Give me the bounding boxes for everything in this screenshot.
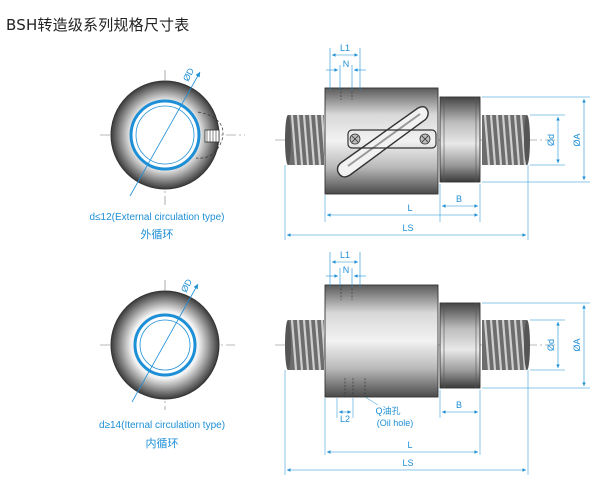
dim-n-bottom: N [343, 265, 350, 275]
dim-n-top: N [343, 59, 350, 69]
return-tube [336, 105, 429, 178]
dim-l1-bottom: L1 [340, 250, 350, 260]
caption-internal: d≥14(Iternal circulation type) [99, 420, 225, 431]
screw-head-icon [349, 133, 431, 145]
side-view-internal: L1 N Ød ØA L2 Q油孔 (Oil hole) B L LS [275, 250, 590, 475]
page-title: BSH转造级系列规格尺寸表 [6, 16, 190, 34]
dim-ls-bottom: LS [402, 458, 413, 468]
caption-internal-cn: 内循环 [146, 436, 179, 450]
dim-l2: L2 [340, 414, 350, 424]
thread-icon [285, 114, 327, 166]
dim-oa-bottom: ØA [572, 338, 582, 351]
caption-external: d≤12(External circulation type) [90, 212, 225, 223]
dim-od-top: Ød [546, 134, 556, 146]
end-view-internal: ØD d≥14(Iternal circulation type) 内循环 [99, 277, 235, 450]
dim-b-top: B [456, 194, 462, 204]
oil-hole-en: (Oil hole) [377, 418, 414, 428]
dim-od-bottom: Ød [546, 339, 556, 351]
side-view-external: L1 N Ød ØA B L LS [275, 43, 590, 240]
end-view-external: ØD d≤12(External circulation type) 外循环 [90, 66, 245, 241]
dim-l-bottom: L [407, 440, 412, 450]
dim-b-bottom: B [456, 400, 462, 410]
diameter-label-bottom: ØD [179, 277, 194, 294]
dim-oa-top: ØA [572, 133, 582, 146]
diameter-label-top: ØD [181, 66, 196, 83]
dim-l-top: L [407, 203, 412, 213]
oil-hole-cn: Q油孔 [375, 405, 400, 416]
caption-external-cn: 外循环 [141, 228, 174, 241]
dim-l1-top: L1 [340, 43, 350, 53]
dim-ls-top: LS [402, 223, 413, 233]
